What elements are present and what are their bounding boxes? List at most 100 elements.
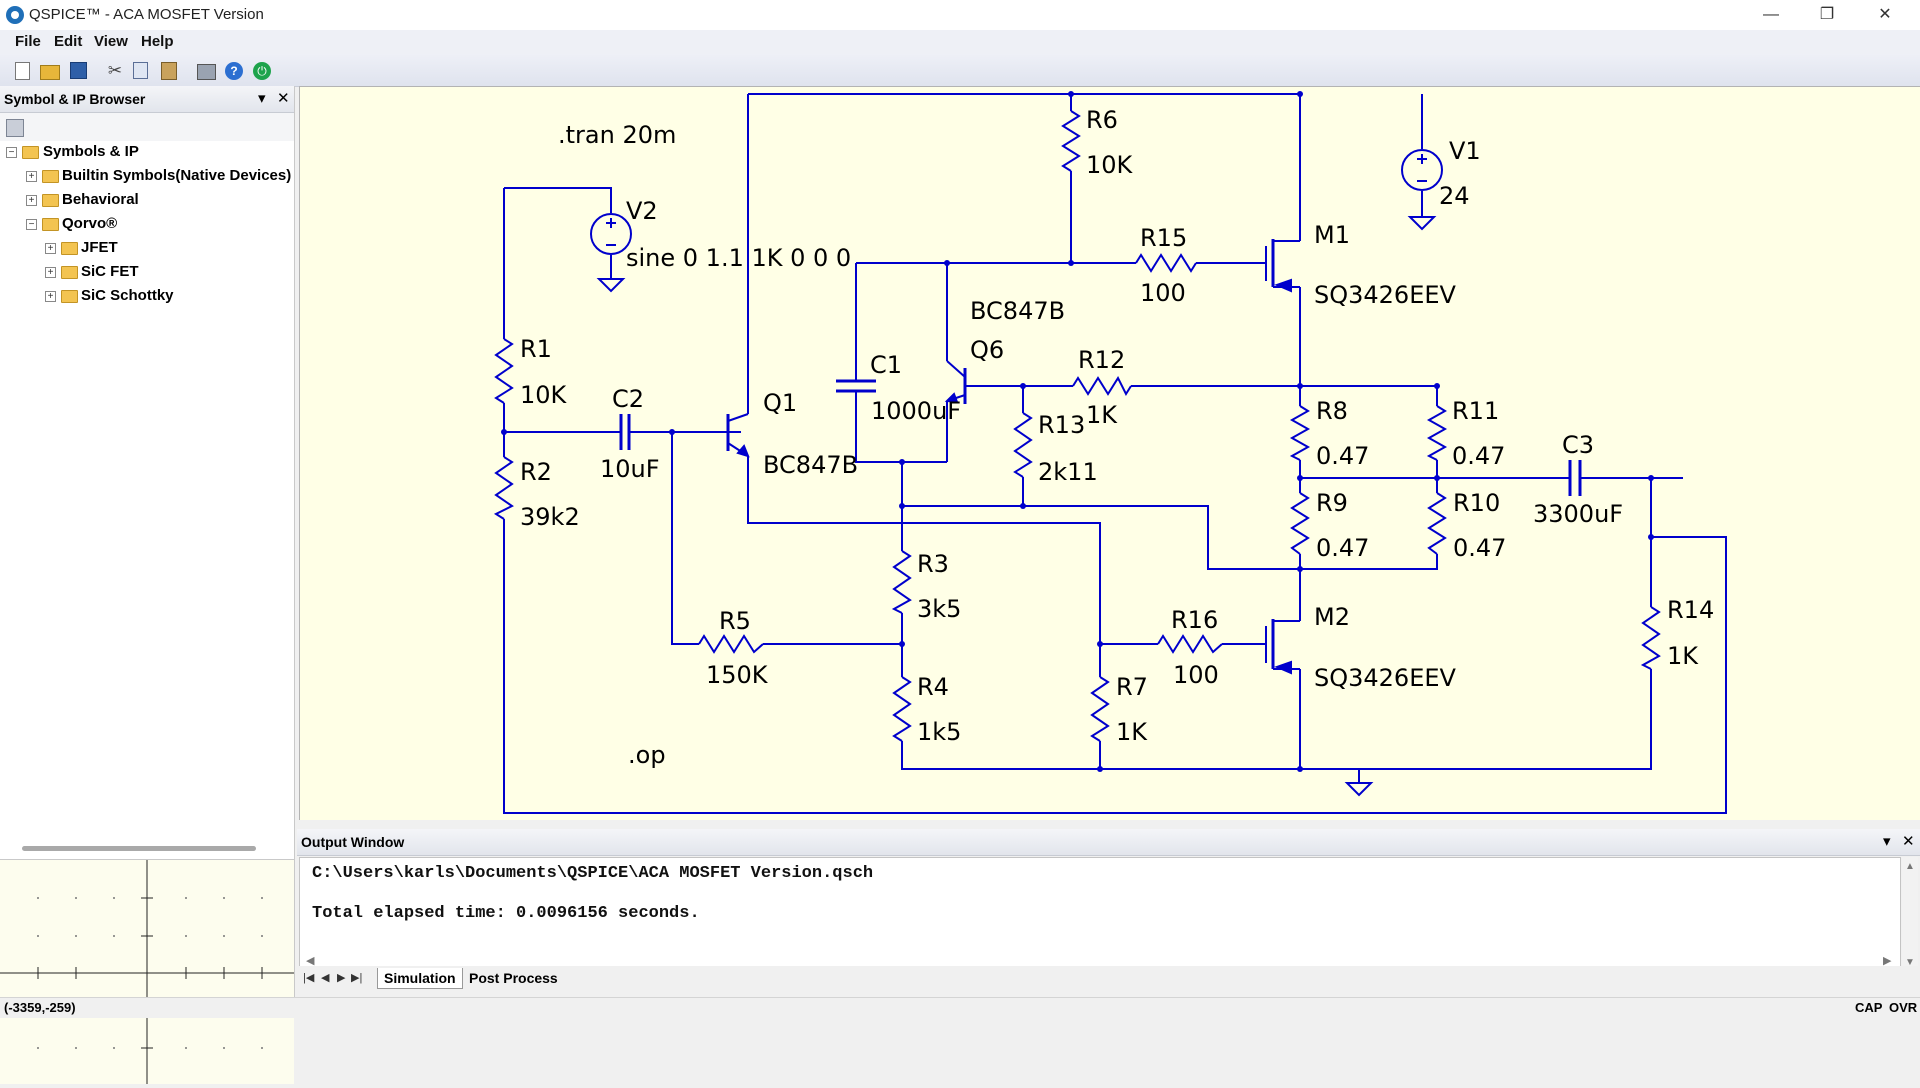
title-bar: QSPICE™ - ACA MOSFET Version — ❐ ✕ — [0, 0, 1920, 30]
output-log[interactable]: C:\Users\karls\Documents\QSPICE\ACA MOSF… — [299, 857, 1901, 977]
last-tab-icon[interactable]: ▶| — [351, 972, 363, 984]
ground-main — [1344, 782, 1374, 797]
symbol-browser-panel: Symbol & IP Browser ▾ ✕ − Symbols & IP +… — [0, 86, 295, 1084]
expand-icon[interactable]: + — [45, 243, 56, 254]
library-icon[interactable] — [6, 119, 24, 137]
expand-icon[interactable]: + — [26, 195, 37, 206]
label-r7-value: 1K — [1116, 718, 1148, 746]
directive-tran: .tran 20m — [558, 121, 676, 149]
output-line-elapsed: Total elapsed time: 0.0096156 seconds. — [312, 904, 700, 923]
label-r12-value: 1K — [1086, 401, 1118, 429]
new-icon[interactable] — [15, 62, 30, 80]
menu-edit[interactable]: Edit — [54, 33, 83, 50]
label-r9-value: 0.47 — [1316, 534, 1369, 562]
menu-bar: File Edit View Help — [0, 30, 1920, 54]
output-tab-strip: |◀ ◀ ▶ ▶| Simulation Post Process — [297, 966, 1920, 990]
run-icon[interactable]: ⏻ — [253, 62, 271, 80]
expand-icon[interactable]: + — [45, 267, 56, 278]
paste-icon[interactable] — [161, 62, 177, 80]
scroll-up-icon[interactable]: ▲ — [1905, 861, 1915, 872]
status-bar: (-3359,-259) CAP OVR — [0, 997, 1920, 1018]
label-r14-value: 1K — [1667, 642, 1699, 670]
capacitor-c2 — [619, 414, 631, 450]
toolbar: ✂ ? ⏻ — [0, 54, 1920, 87]
resistor-r11 — [1426, 405, 1448, 461]
label-v1-ref: V1 — [1449, 137, 1481, 165]
copy-icon[interactable] — [133, 62, 148, 79]
label-r2-value: 39k2 — [520, 503, 580, 531]
schematic-drawing[interactable]: .tran 20m .op V1 24 V2 sine 0 1.1 1K 0 0… — [300, 87, 1920, 820]
minimize-button[interactable]: — — [1763, 6, 1779, 23]
cut-icon[interactable]: ✂ — [107, 61, 123, 80]
restore-button[interactable]: ❐ — [1819, 6, 1835, 23]
menu-file[interactable]: File — [15, 33, 41, 50]
voltage-sources — [590, 149, 1443, 255]
symbol-tree: − Symbols & IP + Builtin Symbols(Native … — [0, 142, 294, 842]
save-icon[interactable] — [70, 62, 87, 79]
browser-horizontal-scrollbar[interactable] — [22, 846, 256, 851]
resistor-r2 — [493, 456, 514, 520]
output-header: Output Window ▾ ✕ — [297, 829, 1920, 856]
tab-post-process[interactable]: Post Process — [469, 970, 558, 986]
browser-pin-icon[interactable]: ▾ — [258, 90, 266, 107]
folder-icon — [61, 290, 78, 303]
print-icon[interactable] — [197, 64, 216, 80]
label-c1-value: 1000uF — [871, 397, 961, 425]
tab-simulation[interactable]: Simulation — [377, 968, 463, 989]
help-icon[interactable]: ? — [225, 62, 243, 80]
output-pin-icon[interactable]: ▾ — [1883, 833, 1891, 850]
scroll-right-icon[interactable]: ▶ — [1883, 955, 1892, 967]
close-window-button[interactable]: ✕ — [1878, 6, 1892, 23]
label-r16-ref: R16 — [1171, 606, 1218, 634]
output-vertical-scrollbar[interactable]: ▲ ▼ — [1902, 857, 1918, 975]
expand-icon[interactable]: + — [45, 291, 56, 302]
qspice-app-icon — [6, 6, 24, 24]
label-r1-value: 10K — [520, 381, 568, 409]
first-tab-icon[interactable]: |◀ — [303, 972, 315, 984]
label-m1-ref: M1 — [1314, 221, 1350, 249]
schematic-canvas[interactable]: .tran 20m .op V1 24 V2 sine 0 1.1 1K 0 0… — [299, 86, 1920, 820]
open-icon[interactable] — [40, 65, 60, 80]
label-r13-value: 2k11 — [1038, 458, 1098, 486]
label-r5-ref: R5 — [719, 607, 751, 635]
collapse-icon[interactable]: − — [26, 219, 37, 230]
scroll-down-icon[interactable]: ▼ — [1905, 957, 1915, 968]
browser-close-icon[interactable]: ✕ — [277, 90, 290, 107]
label-r3-ref: R3 — [917, 550, 949, 578]
label-r4-ref: R4 — [917, 673, 949, 701]
label-q6-ref: Q6 — [970, 336, 1004, 364]
transistor-symbols — [702, 239, 1301, 689]
capacitor-leads — [601, 364, 1590, 479]
collapse-icon[interactable]: − — [6, 147, 17, 158]
voltage-source-v2 — [590, 213, 632, 255]
output-close-icon[interactable]: ✕ — [1902, 833, 1915, 850]
label-c3-ref: C3 — [1562, 431, 1594, 459]
label-r14-ref: R14 — [1667, 596, 1714, 624]
capacitor-c1 — [836, 379, 876, 393]
resistor-r10 — [1427, 492, 1447, 555]
prev-tab-icon[interactable]: ◀ — [321, 972, 330, 984]
next-tab-icon[interactable]: ▶ — [337, 972, 346, 984]
browser-toolbar — [0, 113, 294, 141]
menu-view[interactable]: View — [94, 33, 128, 50]
resistor-r16 — [1157, 634, 1223, 654]
label-r6-ref: R6 — [1086, 106, 1118, 134]
label-r16-value: 100 — [1173, 661, 1219, 689]
junction-dots — [501, 91, 1654, 772]
label-v1-value: 24 — [1439, 182, 1470, 210]
expand-icon[interactable]: + — [26, 171, 37, 182]
label-r12-ref: R12 — [1078, 346, 1125, 374]
output-line-path: C:\Users\karls\Documents\QSPICE\ACA MOSF… — [312, 864, 874, 883]
browser-header: Symbol & IP Browser ▾ ✕ — [0, 86, 294, 113]
preview-grid — [0, 860, 294, 1084]
label-r6-value: 10K — [1086, 151, 1134, 179]
resistor-r4 — [892, 676, 912, 742]
resistor-r15 — [1135, 253, 1197, 273]
resistor-symbols — [493, 110, 1661, 742]
label-m2-ref: M2 — [1314, 603, 1350, 631]
capacitor-c3 — [1568, 460, 1582, 496]
menu-help[interactable]: Help — [141, 33, 174, 50]
scroll-left-icon[interactable]: ◀ — [306, 955, 315, 967]
label-r2-ref: R2 — [520, 458, 552, 486]
cursor-coordinates: (-3359,-259) — [4, 1000, 76, 1015]
